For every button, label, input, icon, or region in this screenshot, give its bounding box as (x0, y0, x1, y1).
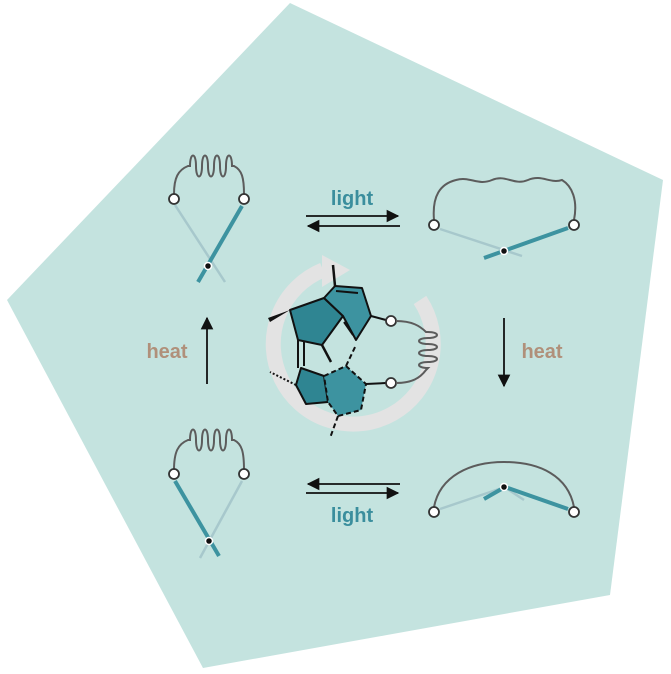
pivot-point (499, 482, 509, 492)
label-light-top: light (331, 188, 374, 210)
label-heat-right: heat (521, 341, 562, 363)
oxygen-atom (568, 219, 580, 231)
ring-cycle-arrow (265, 263, 441, 432)
label-light-bottom: light (331, 505, 374, 527)
equilibrium-arrow-top (306, 209, 400, 233)
arm-light (198, 480, 244, 559)
spring-linker (173, 154, 245, 195)
upper-aromatic-ring (323, 285, 372, 341)
oxygen-atom (385, 377, 397, 389)
spring-linker (395, 320, 438, 384)
spring-linker (173, 428, 245, 471)
arm-light (439, 227, 523, 258)
oxygen-atom (428, 219, 440, 231)
central-molecule (265, 255, 441, 439)
lower-cyclopentane (295, 367, 329, 405)
pivot-point (204, 536, 214, 546)
label-heat-left: heat (146, 341, 187, 363)
oxygen-atom (238, 468, 250, 480)
arm-dark (483, 226, 569, 260)
oxygen-atom (568, 506, 580, 518)
arm-light (173, 204, 227, 283)
state-bottom-right (428, 460, 580, 518)
pivot-point (203, 261, 213, 271)
oxygen-atom (238, 193, 250, 205)
pivot-point (499, 246, 509, 256)
oxygen-atom (428, 506, 440, 518)
state-top-right (428, 177, 580, 260)
state-top-left (168, 154, 250, 284)
ring-cycle-arrowhead (322, 255, 350, 287)
arm-dark (196, 204, 244, 284)
oxygen-atom (168, 468, 180, 480)
equilibrium-arrow-bottom (306, 477, 400, 500)
background-pentagon (7, 3, 663, 668)
oxygen-atom (385, 315, 397, 327)
state-bottom-left (168, 428, 250, 559)
arc-linker (433, 460, 575, 508)
arm-dark (504, 485, 569, 511)
oxygen-atom (168, 193, 180, 205)
wavy-linker (432, 177, 577, 221)
arm-light (439, 486, 503, 511)
